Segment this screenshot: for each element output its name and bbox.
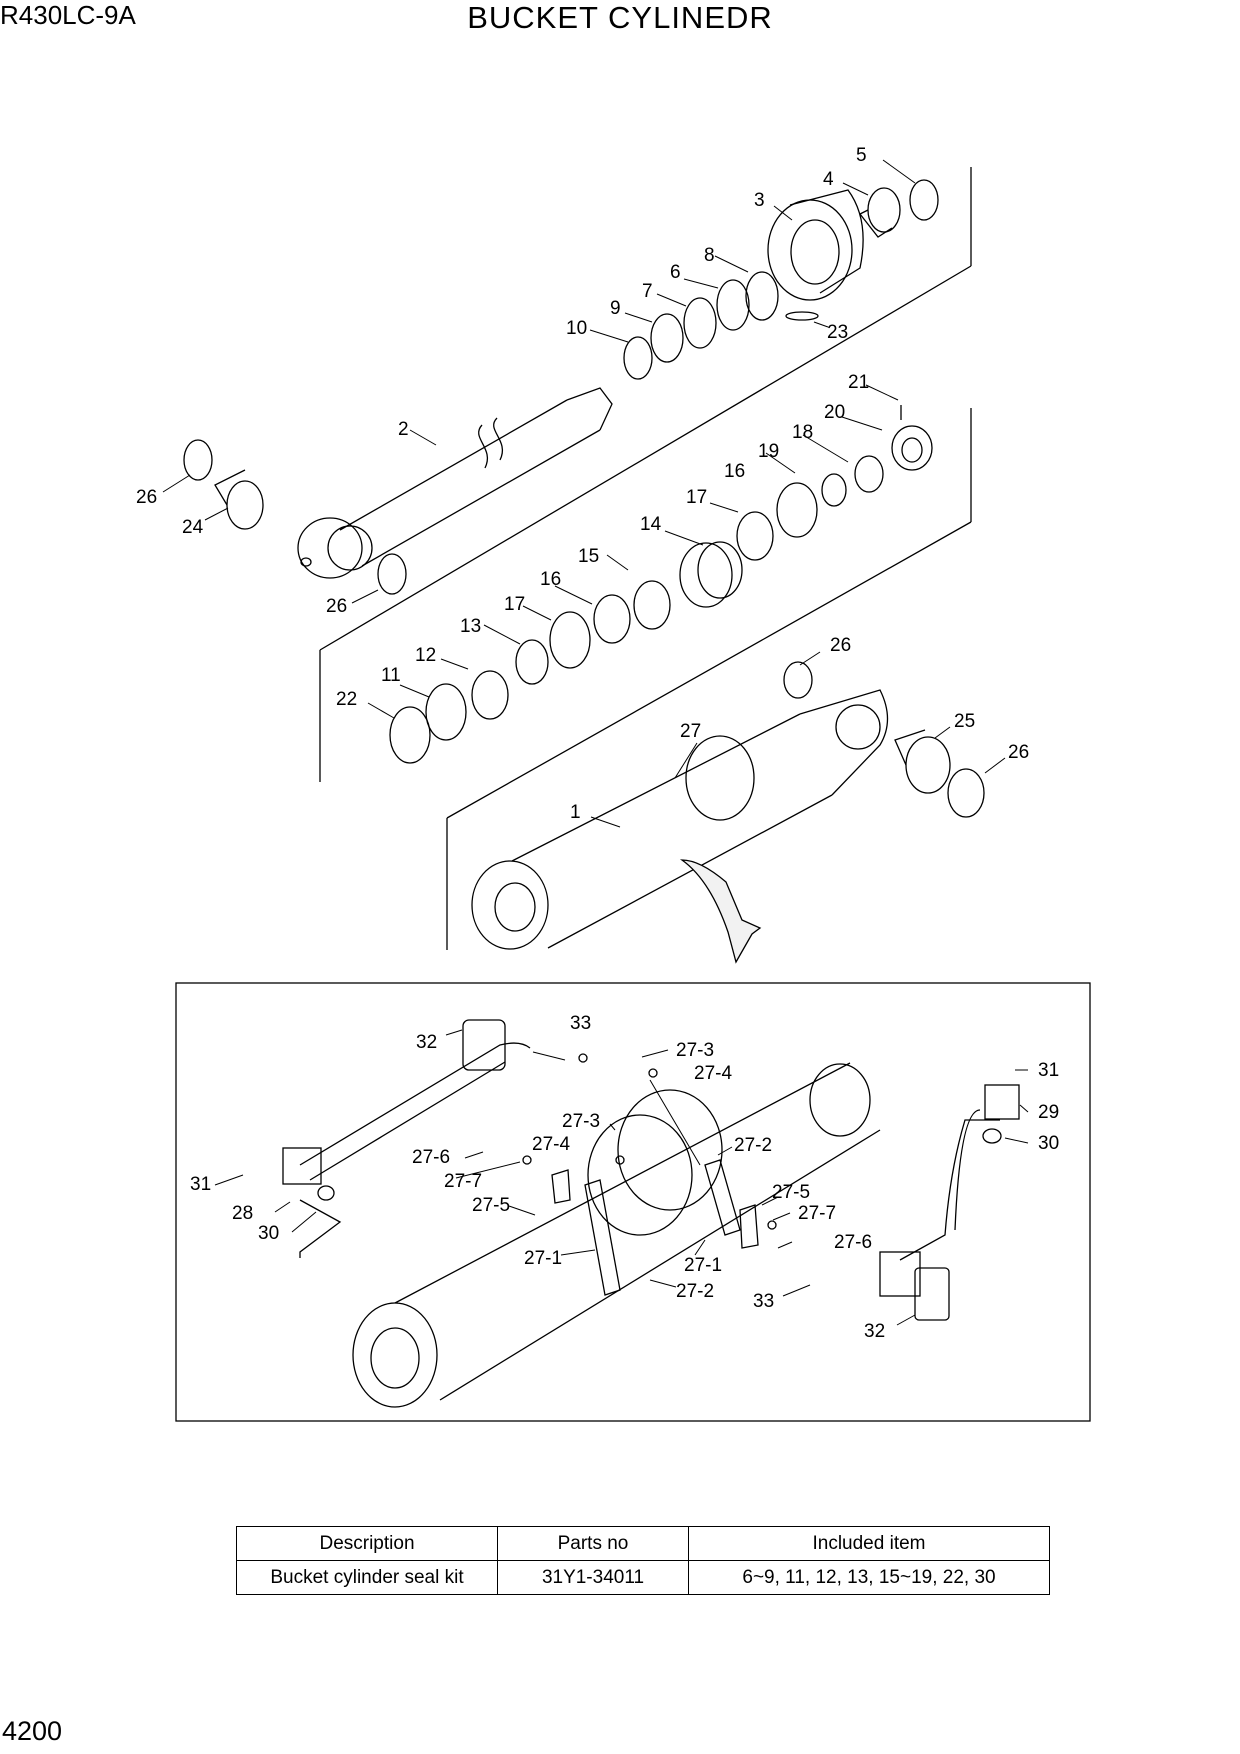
callout-31: 31 [1038, 1060, 1059, 1081]
column-header-parts-no: Parts no [497, 1526, 689, 1561]
callout-27-3: 27-3 [562, 1111, 600, 1132]
callout-2: 2 [398, 419, 409, 440]
cylinder-tube [471, 661, 889, 950]
snap-ring-5 [909, 179, 939, 221]
column-header-description: Description [236, 1526, 498, 1561]
seal-kit-table: Description Parts no Included item Bucke… [236, 1526, 1050, 1595]
callout-22: 22 [336, 689, 357, 710]
callout-27-2: 27-2 [676, 1281, 714, 1302]
callout-18: 18 [792, 422, 813, 443]
callout-20: 20 [824, 402, 845, 423]
callout-30: 30 [258, 1223, 279, 1244]
callout-33: 33 [570, 1013, 591, 1034]
leader-lines [162, 159, 1029, 1326]
callout-31: 31 [190, 1174, 211, 1195]
callout-12: 12 [415, 645, 436, 666]
callout-7: 7 [642, 281, 653, 302]
callout-25: 25 [954, 711, 975, 732]
section-frame-seals [446, 408, 972, 819]
cell-parts-no: 31Y1-34011 [497, 1560, 689, 1595]
table-row: Bucket cylinder seal kit 31Y1-34011 6~9,… [236, 1560, 1050, 1595]
callout-5: 5 [856, 145, 867, 166]
callout-9: 9 [610, 298, 621, 319]
callout-27-1: 27-1 [524, 1248, 562, 1269]
callout-16: 16 [540, 569, 561, 590]
model-code: R430LC-9A [0, 0, 136, 30]
callout-30: 30 [1038, 1133, 1059, 1154]
callout-11: 11 [381, 665, 401, 686]
callout-27-4: 27-4 [532, 1134, 570, 1155]
callout-27-6: 27-6 [412, 1147, 450, 1168]
section-frame-rod [319, 167, 972, 782]
cell-included-item: 6~9, 11, 12, 13, 15~19, 22, 30 [688, 1560, 1050, 1595]
callout-27-4: 27-4 [694, 1063, 732, 1084]
callout-27: 27 [680, 721, 701, 742]
callout-29: 29 [1038, 1102, 1059, 1123]
piston-rod [297, 387, 613, 579]
dust-rings-rod-end [183, 439, 407, 595]
callout-13: 13 [460, 616, 481, 637]
callout-10: 10 [566, 318, 587, 339]
detail-frame [175, 982, 1091, 1422]
callout-26: 26 [136, 487, 157, 508]
callout-24: 24 [182, 517, 204, 538]
callout-27-7: 27-7 [444, 1171, 482, 1192]
callouts-upper: 5 4 3 8 6 7 9 10 23 2 26 24 26 21 20 18 … [136, 145, 1029, 823]
callout-28: 28 [232, 1203, 253, 1224]
callout-15: 15 [578, 546, 599, 567]
callout-27-1: 27-1 [684, 1255, 722, 1276]
callout-23: 23 [827, 322, 848, 343]
bushing-25-ring-26 [894, 729, 985, 818]
callout-8: 8 [704, 245, 715, 266]
rod-cover [767, 189, 864, 321]
callout-3: 3 [754, 190, 765, 211]
column-header-included-item: Included item [688, 1526, 1050, 1561]
callout-4: 4 [823, 169, 834, 190]
callout-19: 19 [758, 441, 779, 462]
piston-seal-parts [389, 405, 933, 764]
detail-pipes [282, 1019, 1020, 1321]
page-title: BUCKET CYLINEDR [467, 0, 773, 35]
callout-21: 21 [848, 372, 869, 393]
table-header-row: Description Parts no Included item [236, 1526, 1050, 1561]
callout-27-3: 27-3 [676, 1040, 714, 1061]
callout-26: 26 [326, 596, 347, 617]
callout-33: 33 [753, 1291, 774, 1312]
rod-seals-6-10 [623, 271, 779, 380]
bushing-4 [858, 187, 901, 238]
callout-6: 6 [670, 262, 681, 283]
callout-17: 17 [686, 487, 707, 508]
callout-27-6: 27-6 [834, 1232, 872, 1253]
arrow-to-detail [679, 859, 762, 964]
callout-14: 14 [640, 514, 662, 535]
callout-27-5: 27-5 [772, 1182, 810, 1203]
callout-1: 1 [570, 802, 581, 823]
callout-26: 26 [1008, 742, 1029, 763]
detail-clamps [522, 1053, 777, 1296]
callout-27-5: 27-5 [472, 1195, 510, 1216]
callout-32: 32 [416, 1032, 437, 1053]
cell-description: Bucket cylinder seal kit [236, 1560, 498, 1595]
callout-27-2: 27-2 [734, 1135, 772, 1156]
callout-27-7: 27-7 [798, 1203, 836, 1224]
callout-17: 17 [504, 594, 525, 615]
callout-26: 26 [830, 635, 851, 656]
page-number: 4200 [2, 1716, 63, 1746]
callout-32: 32 [864, 1321, 885, 1342]
detail-cylinder [352, 1062, 881, 1408]
callouts-detail: 32 33 27-3 27-4 31 29 30 27-3 27-4 27-2 … [190, 1013, 1059, 1342]
callout-16: 16 [724, 461, 745, 482]
